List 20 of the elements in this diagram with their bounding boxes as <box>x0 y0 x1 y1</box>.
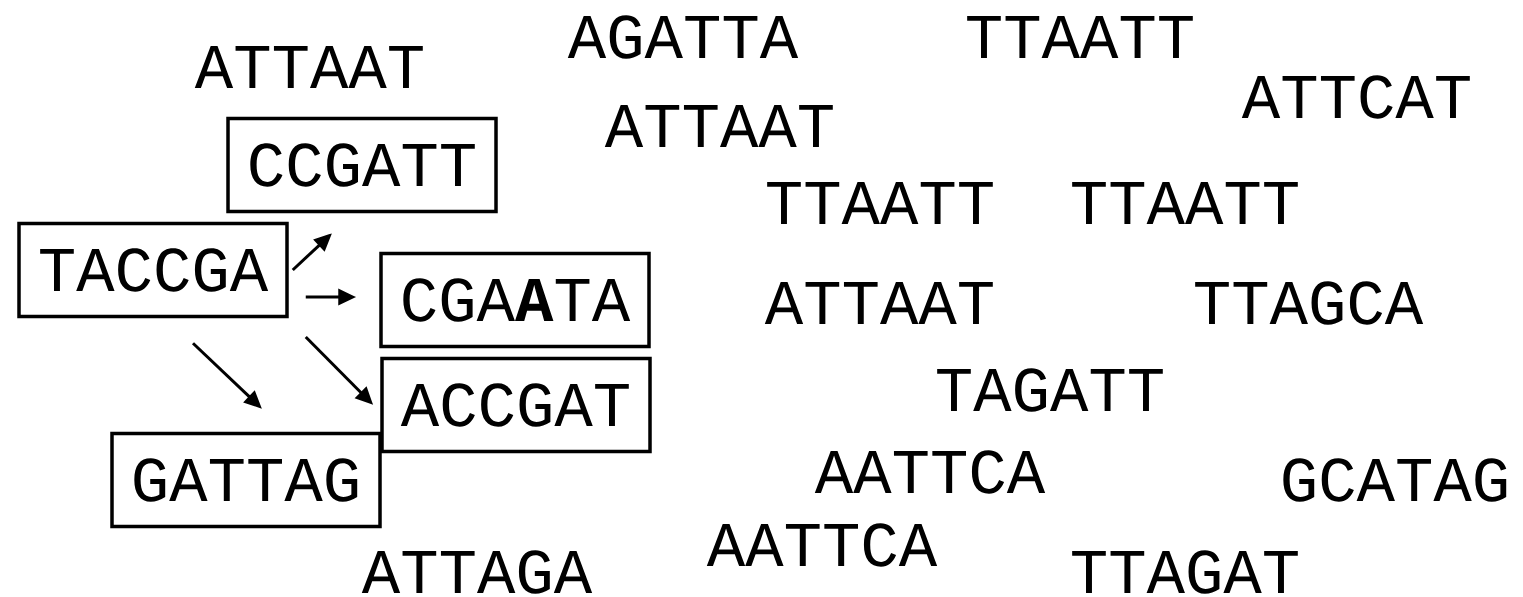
sequence-label: TTAATT <box>967 15 1193 59</box>
sequence-label: TTAGAT <box>1072 550 1298 594</box>
sequence-label: TTAATT <box>767 181 993 225</box>
sequence-label: ATTAAT <box>764 281 993 325</box>
sequence-label: ATTAAT <box>604 104 833 148</box>
sequence-box: ACCGAT <box>380 356 652 454</box>
sequence-label: AATTCA <box>706 523 938 567</box>
sequence-box: CCGATT <box>226 116 498 214</box>
sequence-label: TAGATT <box>937 368 1163 412</box>
sequence-label: AATTCA <box>814 450 1046 494</box>
sequence-label: ATTCAT <box>1241 75 1470 119</box>
sequence-box: GATTAG <box>110 431 382 529</box>
sequence-label: TTAGCA <box>1195 281 1424 325</box>
sequence-box: CGAATA <box>379 251 651 349</box>
sequence-label: ATTAGA <box>361 550 593 594</box>
sequence-label: ATTAAT <box>194 45 423 89</box>
sequence-box: TACCGA <box>17 221 289 319</box>
sequence-label: TTAATT <box>1072 181 1298 225</box>
sequence-label: AGATTA <box>567 15 799 59</box>
sequence-label: GCATAG <box>1283 458 1507 502</box>
